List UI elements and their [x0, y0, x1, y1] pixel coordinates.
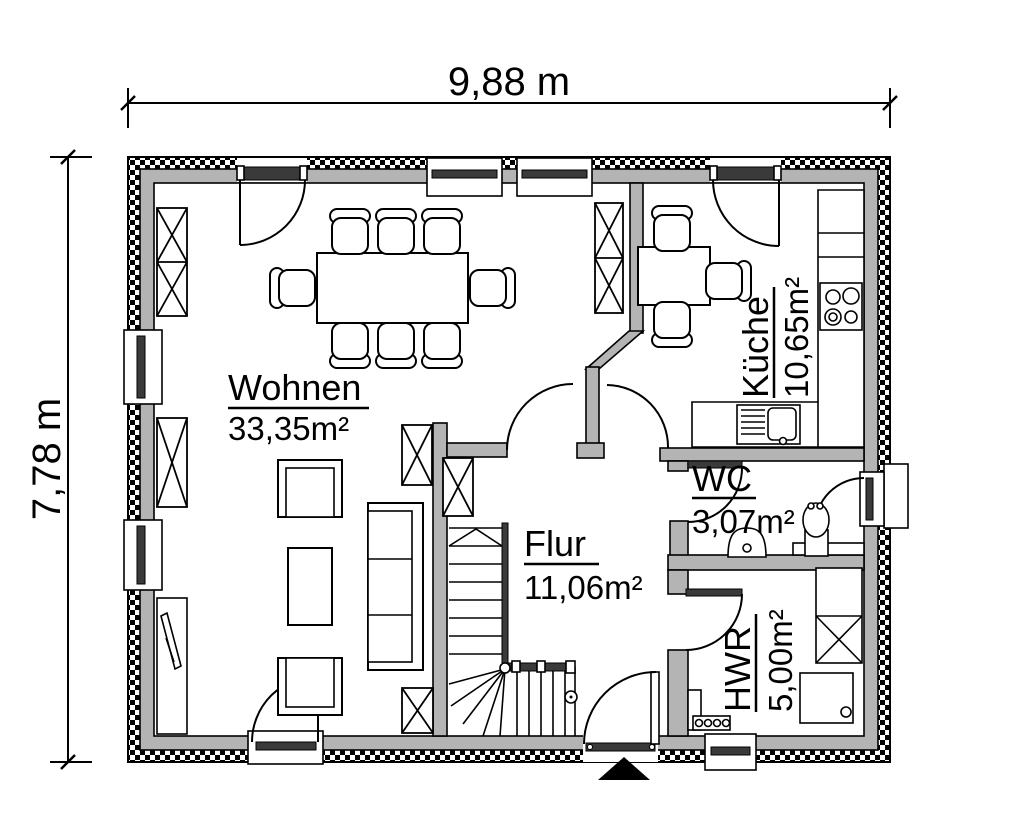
dimension-left: 7,78 m — [25, 149, 92, 770]
cabinet-wohnen-mid — [401, 424, 433, 486]
washing-machine-icon — [799, 672, 854, 724]
armchair-2 — [277, 657, 343, 716]
manifold — [692, 715, 731, 731]
room-labels: Wohnen 33,35m² Küche 10,65m² Flur 11,06m… — [228, 277, 815, 712]
stove-icon — [819, 282, 863, 331]
room-kueche-label: Küche — [735, 296, 776, 398]
stair-winder-treads — [448, 668, 506, 737]
window-hwr — [704, 733, 757, 771]
room-wohnen-label: Wohnen — [228, 367, 361, 408]
cabinet-flur — [442, 457, 474, 517]
radiators-cabinets — [156, 202, 624, 734]
sink-icon — [736, 404, 801, 446]
main-entrance-door — [583, 671, 660, 762]
wall-wc-top — [659, 447, 865, 462]
room-kueche-area: 10,65m² — [778, 277, 815, 398]
stair-newel — [499, 662, 511, 674]
coffee-table — [287, 547, 333, 626]
staircase — [448, 522, 578, 737]
hwr-fixtures — [687, 567, 863, 731]
kitchen-fixtures — [637, 189, 865, 448]
interior-walls — [432, 182, 865, 737]
stair-entry-treads — [516, 667, 576, 736]
windows — [123, 157, 757, 771]
radiator-wohnen-bottom — [401, 687, 434, 734]
window-top-2 — [516, 157, 593, 197]
radiator-left-top — [156, 207, 188, 317]
wc-fixtures — [727, 502, 865, 558]
window-left-2 — [123, 519, 163, 591]
hwr-cabinet — [815, 567, 863, 664]
flur-opening-doors — [506, 383, 670, 451]
room-wohnen-area: 33,35m² — [228, 410, 349, 447]
armchair-1 — [277, 459, 343, 518]
kitchen-table — [637, 205, 752, 348]
dimension-top: 9,88 m — [120, 60, 898, 128]
room-wc-area: 3,07m² — [692, 503, 795, 540]
hwr-door — [685, 588, 743, 651]
dining-table — [316, 252, 469, 324]
room-hwr-area: 5,00m² — [762, 609, 799, 712]
terrace-door-top — [236, 158, 308, 246]
cabinet-kitchen-wall — [594, 202, 624, 314]
kitchen-door-top — [709, 158, 782, 247]
window-left-1 — [123, 329, 163, 405]
wall-hwr-left — [667, 649, 689, 737]
room-wc-label: WC — [692, 458, 752, 499]
room-flur-label: Flur — [524, 523, 586, 564]
room-hwr-label: HWR — [717, 626, 758, 712]
washbasin-icon — [802, 502, 830, 557]
room-flur-area: 11,06m² — [524, 569, 643, 606]
dimension-width-label: 9,88 m — [448, 60, 570, 104]
sofa — [367, 502, 424, 671]
radiator-left-mid — [156, 417, 188, 508]
wohnen-furniture — [156, 208, 516, 735]
toilet-icon — [727, 527, 767, 558]
dimension-height-label: 7,78 m — [25, 398, 69, 520]
stair-rail-upper — [501, 522, 509, 668]
wc-door — [687, 460, 743, 523]
tv-board — [156, 597, 188, 735]
window-top-1 — [426, 157, 503, 197]
entrance-arrow-icon — [598, 757, 650, 780]
